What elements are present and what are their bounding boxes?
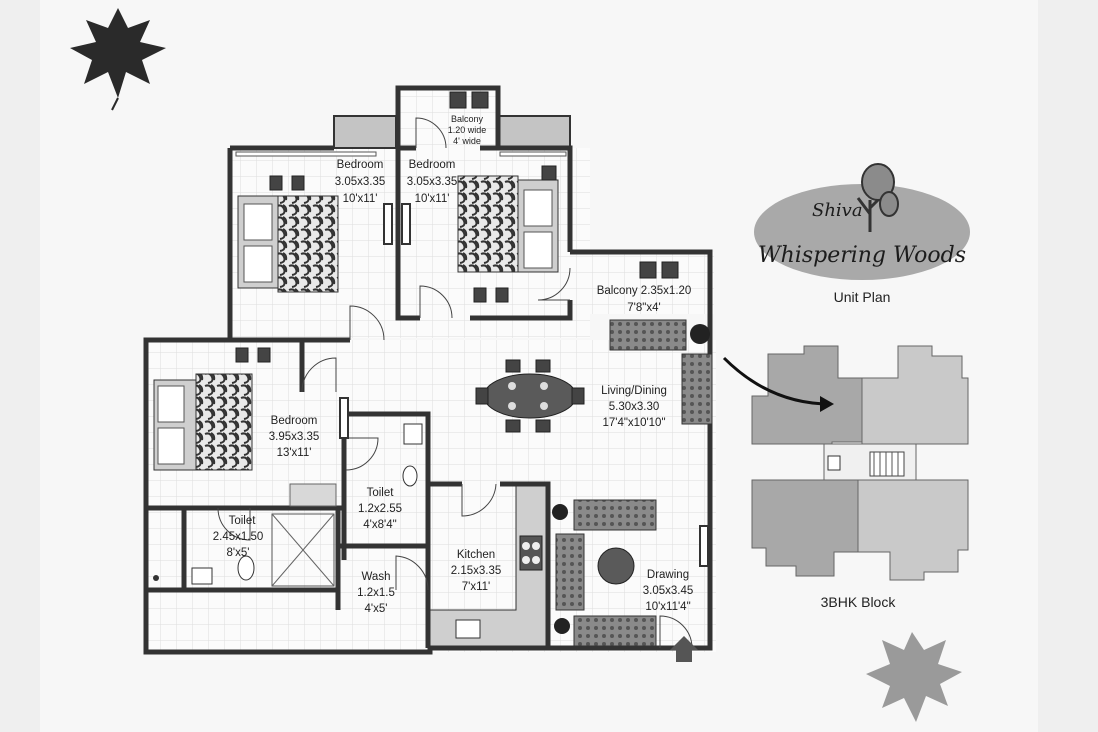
door-swings xyxy=(217,117,693,649)
room-drawing: Drawing 3.05x3.45 10'x11'4" xyxy=(643,569,694,613)
room-living-dining: Living/Dining 5.30x3.30 17'4"x10'10" xyxy=(601,385,667,429)
room-metric: 1.20 wide xyxy=(448,125,487,135)
brand-logo: Shiva Whispering Woods xyxy=(754,163,970,280)
balcony-slab xyxy=(333,115,397,149)
room-name: Toilet xyxy=(229,515,257,527)
room-balcony-small: Balcony 1.20 wide 4' wide xyxy=(448,114,487,146)
room-imperial: 10'x11' xyxy=(343,193,378,205)
room-imperial: 8'x5' xyxy=(227,547,250,559)
brand-line-2: Whispering Woods xyxy=(758,243,966,268)
room-metric: 2.15x3.35 xyxy=(451,565,502,577)
room-name: Drawing xyxy=(647,569,689,581)
balcony-chairs xyxy=(449,91,679,279)
room-metric: 3.05x3.35 xyxy=(407,176,458,188)
block-key-plan xyxy=(751,345,969,581)
room-bedroom-2: Bedroom 3.05x3.35 10'x11' xyxy=(407,159,458,205)
room-imperial: 4'x8'4" xyxy=(363,519,396,531)
entrance-arrow-icon xyxy=(670,636,698,662)
kitchen-counter xyxy=(429,485,547,647)
room-name: Balcony xyxy=(451,114,484,124)
room-name: Bedroom xyxy=(409,159,456,171)
toilet-fixtures xyxy=(153,423,423,587)
maple-leaf-icon xyxy=(866,632,962,722)
balcony-slab xyxy=(497,115,571,149)
room-toilet-2: Toilet 2.45x1.50 8'x5' xyxy=(213,515,264,559)
room-metric: 1.2x2.55 xyxy=(358,503,402,515)
room-name: Living/Dining xyxy=(601,385,667,397)
room-imperial: 4'x5' xyxy=(365,603,388,615)
room-imperial: 4' wide xyxy=(453,136,481,146)
room-imperial: 17'4"x10'10" xyxy=(602,417,665,429)
arrow-curve-icon xyxy=(722,356,831,406)
room-metric: 5.30x3.30 xyxy=(609,401,660,413)
room-wash: Wash 1.2x1.5 4'x5' xyxy=(357,571,395,615)
room-imperial: 7'x11' xyxy=(462,581,490,593)
bed-furniture xyxy=(153,347,337,507)
room-name: Bedroom xyxy=(337,159,384,171)
room-metric: 2.45x1.50 xyxy=(213,531,264,543)
bed-furniture xyxy=(457,165,559,303)
room-imperial: 13'x11' xyxy=(277,447,312,459)
room-imperial: 10'x11'4" xyxy=(645,601,690,613)
dining-table xyxy=(475,359,585,433)
arrow-head-icon xyxy=(820,396,834,412)
room-toilet-1: Toilet 1.2x2.55 4'x8'4" xyxy=(358,487,402,531)
room-name: Toilet xyxy=(367,487,395,499)
living-sofa xyxy=(609,319,713,425)
room-metric: 1.2x1.5 xyxy=(357,587,395,599)
bed-furniture xyxy=(237,175,339,293)
block-title: 3BHK Block xyxy=(821,594,897,610)
windows xyxy=(235,151,709,567)
room-metric: 3.05x3.35 xyxy=(335,176,386,188)
room-metric: 3.95x3.35 xyxy=(269,431,320,443)
drawing-sofa xyxy=(552,499,657,647)
room-name: Wash xyxy=(362,571,391,583)
room-bedroom-3: Bedroom 3.95x3.35 13'x11' xyxy=(269,415,320,459)
room-name: Kitchen xyxy=(457,549,495,561)
brand-line-1: Shiva xyxy=(812,200,863,221)
unit-plan-title: Unit Plan xyxy=(834,289,891,305)
room-balcony-large: Balcony 2.35x1.20 7'8"x4' xyxy=(597,285,692,314)
room-imperial: 7'8"x4' xyxy=(627,302,660,314)
room-imperial: 10'x11' xyxy=(415,193,450,205)
room-bedroom-1: Bedroom 3.05x3.35 10'x11' xyxy=(335,159,386,205)
maple-leaf-icon xyxy=(70,8,166,111)
room-metric: 3.05x3.45 xyxy=(643,585,694,597)
room-kitchen: Kitchen 2.15x3.35 7'x11' xyxy=(451,549,502,593)
room-name: Balcony 2.35x1.20 xyxy=(597,285,692,297)
room-name: Bedroom xyxy=(271,415,318,427)
